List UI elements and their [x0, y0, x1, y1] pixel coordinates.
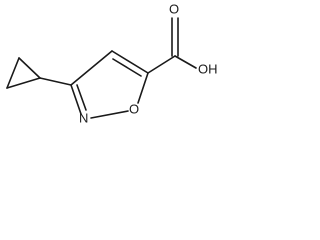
- cyclopropyl-to-ring-bond: [39, 77, 72, 86]
- cyclopropyl-bond-left: [6, 57, 20, 89]
- ring-to-carboxyl-bond: [147, 55, 176, 74]
- ring-nitrogen-label: N: [79, 110, 88, 125]
- ring-bond-c4-c3: [70, 50, 113, 86]
- cyclopropyl-bond-bottom: [6, 77, 41, 89]
- ring-bond-n-o: [90, 110, 129, 119]
- ring-bond-o-c5: [137, 72, 149, 104]
- ring-bond-c3-n: [70, 84, 82, 115]
- hydroxyl-label: OH: [198, 61, 218, 76]
- ring-oxygen-label: O: [129, 101, 139, 116]
- chemical-structure: O OH N O: [6, 1, 218, 125]
- ring-bond-c3-n-inner: [76, 84, 87, 111]
- ring-bond-c5-c4: [111, 50, 149, 74]
- cyclopropyl-bond-right: [18, 57, 41, 79]
- ring-bond-c5-c4-inner: [112, 58, 142, 77]
- hydroxyl-bond: [174, 55, 197, 69]
- carbonyl-oxygen-label: O: [169, 1, 179, 16]
